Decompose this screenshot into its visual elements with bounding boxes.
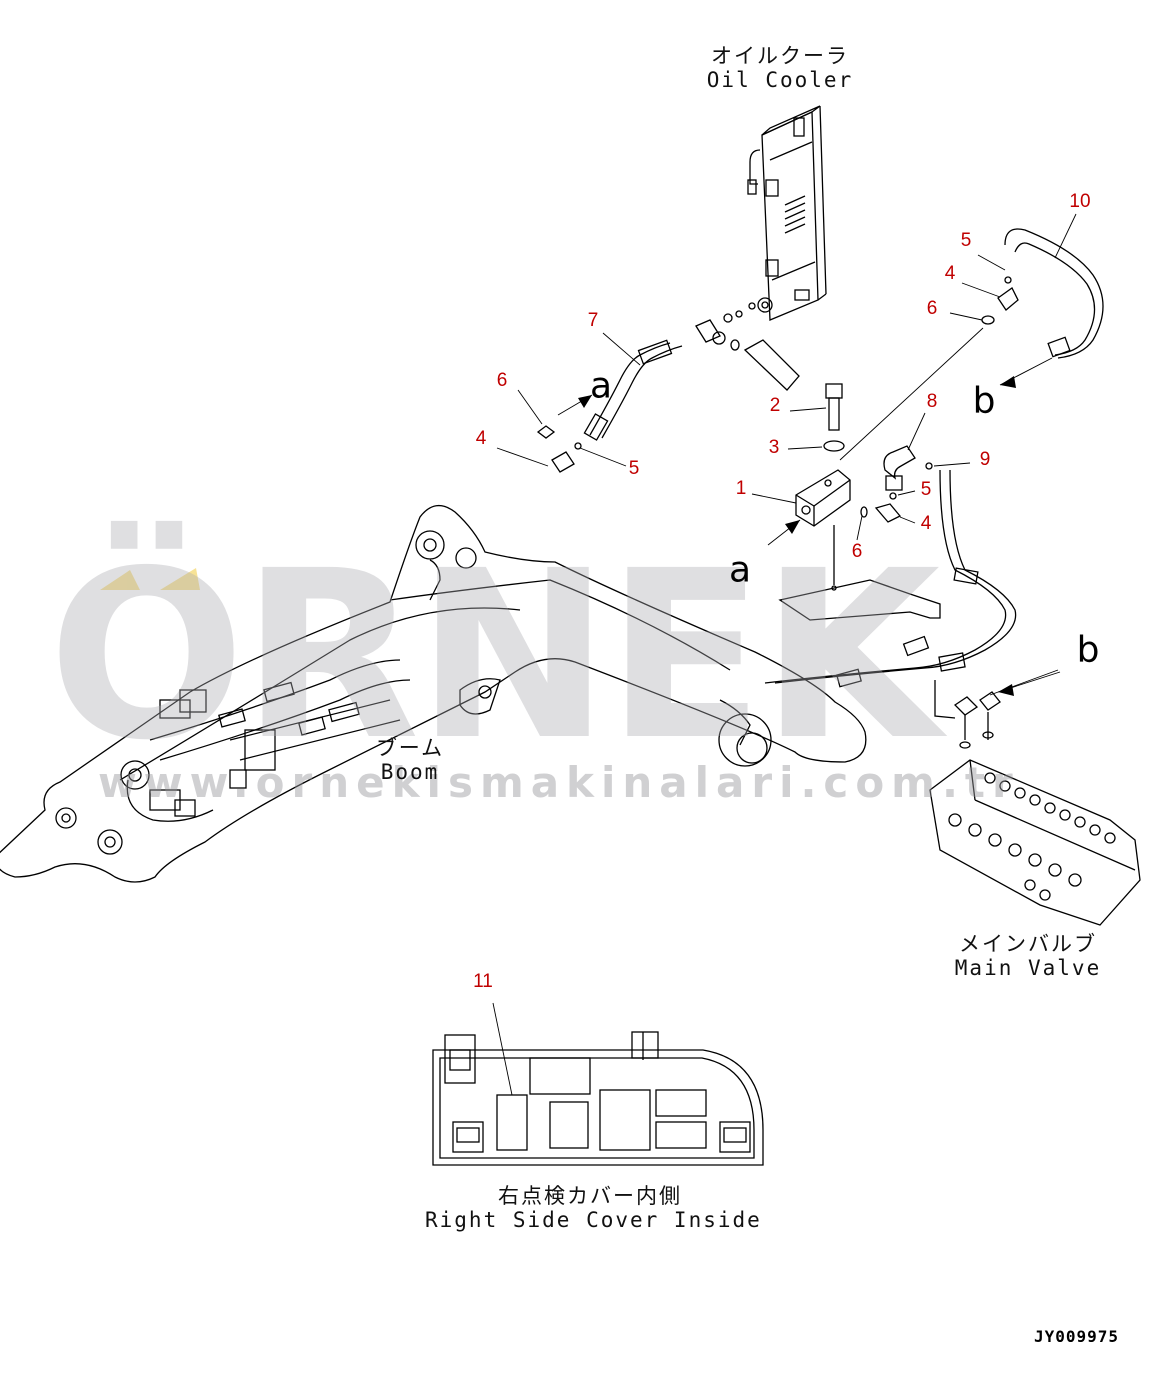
callout-11[interactable]: 11 — [473, 971, 493, 992]
cover-label-jp: 右点検カバー内側 — [498, 1184, 682, 1208]
callout-6-right[interactable]: 6 — [851, 541, 863, 562]
boom-label-jp: ブーム — [375, 736, 445, 760]
boom-label-en: Boom — [380, 760, 440, 785]
callout-6[interactable]: 6 — [926, 298, 938, 319]
callout-2[interactable]: 2 — [769, 395, 781, 416]
oil-cooler-label-jp: オイルクーラ — [711, 44, 849, 68]
valve-block-1 — [778, 383, 941, 621]
main-valve-label-jp: メインバルブ — [959, 932, 1097, 956]
callout-5[interactable]: 5 — [960, 230, 972, 251]
oil-cooler-label-en: Oil Cooler — [706, 68, 854, 93]
main-valve-label-en: Main Valve — [954, 956, 1102, 981]
callout-5-left[interactable]: 5 — [628, 458, 640, 479]
oil-cooler-drawing — [747, 105, 827, 321]
hose-10 — [981, 228, 1104, 359]
watermark-logo: ÖRNEK — [48, 521, 940, 791]
connection-a-block: a — [728, 549, 752, 591]
callout-3[interactable]: 3 — [768, 437, 780, 458]
callout-5-right[interactable]: 5 — [920, 479, 932, 500]
connection-b-valve: b — [1076, 629, 1100, 671]
boom-label: ブーム Boom — [365, 736, 455, 784]
connection-arrows — [557, 357, 1061, 696]
main-valve-drawing — [929, 680, 1141, 926]
valve-ports — [948, 772, 1116, 901]
callout-8[interactable]: 8 — [926, 391, 938, 412]
main-valve-label: メインバルブ Main Valve — [948, 932, 1108, 980]
drawing-code: JY009975 — [1033, 1327, 1119, 1346]
hose-main — [764, 469, 1017, 688]
callout-7[interactable]: 7 — [587, 310, 599, 331]
callout-1[interactable]: 1 — [735, 478, 747, 499]
hose-7 — [536, 302, 800, 473]
callout-10[interactable]: 10 — [1069, 191, 1091, 212]
callout-4[interactable]: 4 — [944, 263, 956, 284]
connection-b-top: b — [972, 380, 996, 422]
cover-label-en: Right Side Cover Inside — [425, 1208, 762, 1233]
callout-4-left[interactable]: 4 — [475, 428, 487, 449]
oil-cooler-label: オイルクーラ Oil Cooler — [700, 44, 860, 92]
cover-drawing — [432, 1031, 764, 1166]
watermark-url: www.ornekismakinalari.com.tr — [98, 758, 1020, 807]
callout-9[interactable]: 9 — [979, 449, 991, 470]
cover-label: 右点検カバー内側 Right Side Cover Inside — [425, 1184, 762, 1233]
leader-lines — [492, 213, 1077, 1096]
callout-4-right[interactable]: 4 — [920, 513, 932, 534]
connection-a-top: a — [589, 365, 613, 407]
callout-6-left[interactable]: 6 — [496, 370, 508, 391]
watermark-accent — [100, 568, 200, 590]
boom-drawing — [0, 505, 867, 883]
